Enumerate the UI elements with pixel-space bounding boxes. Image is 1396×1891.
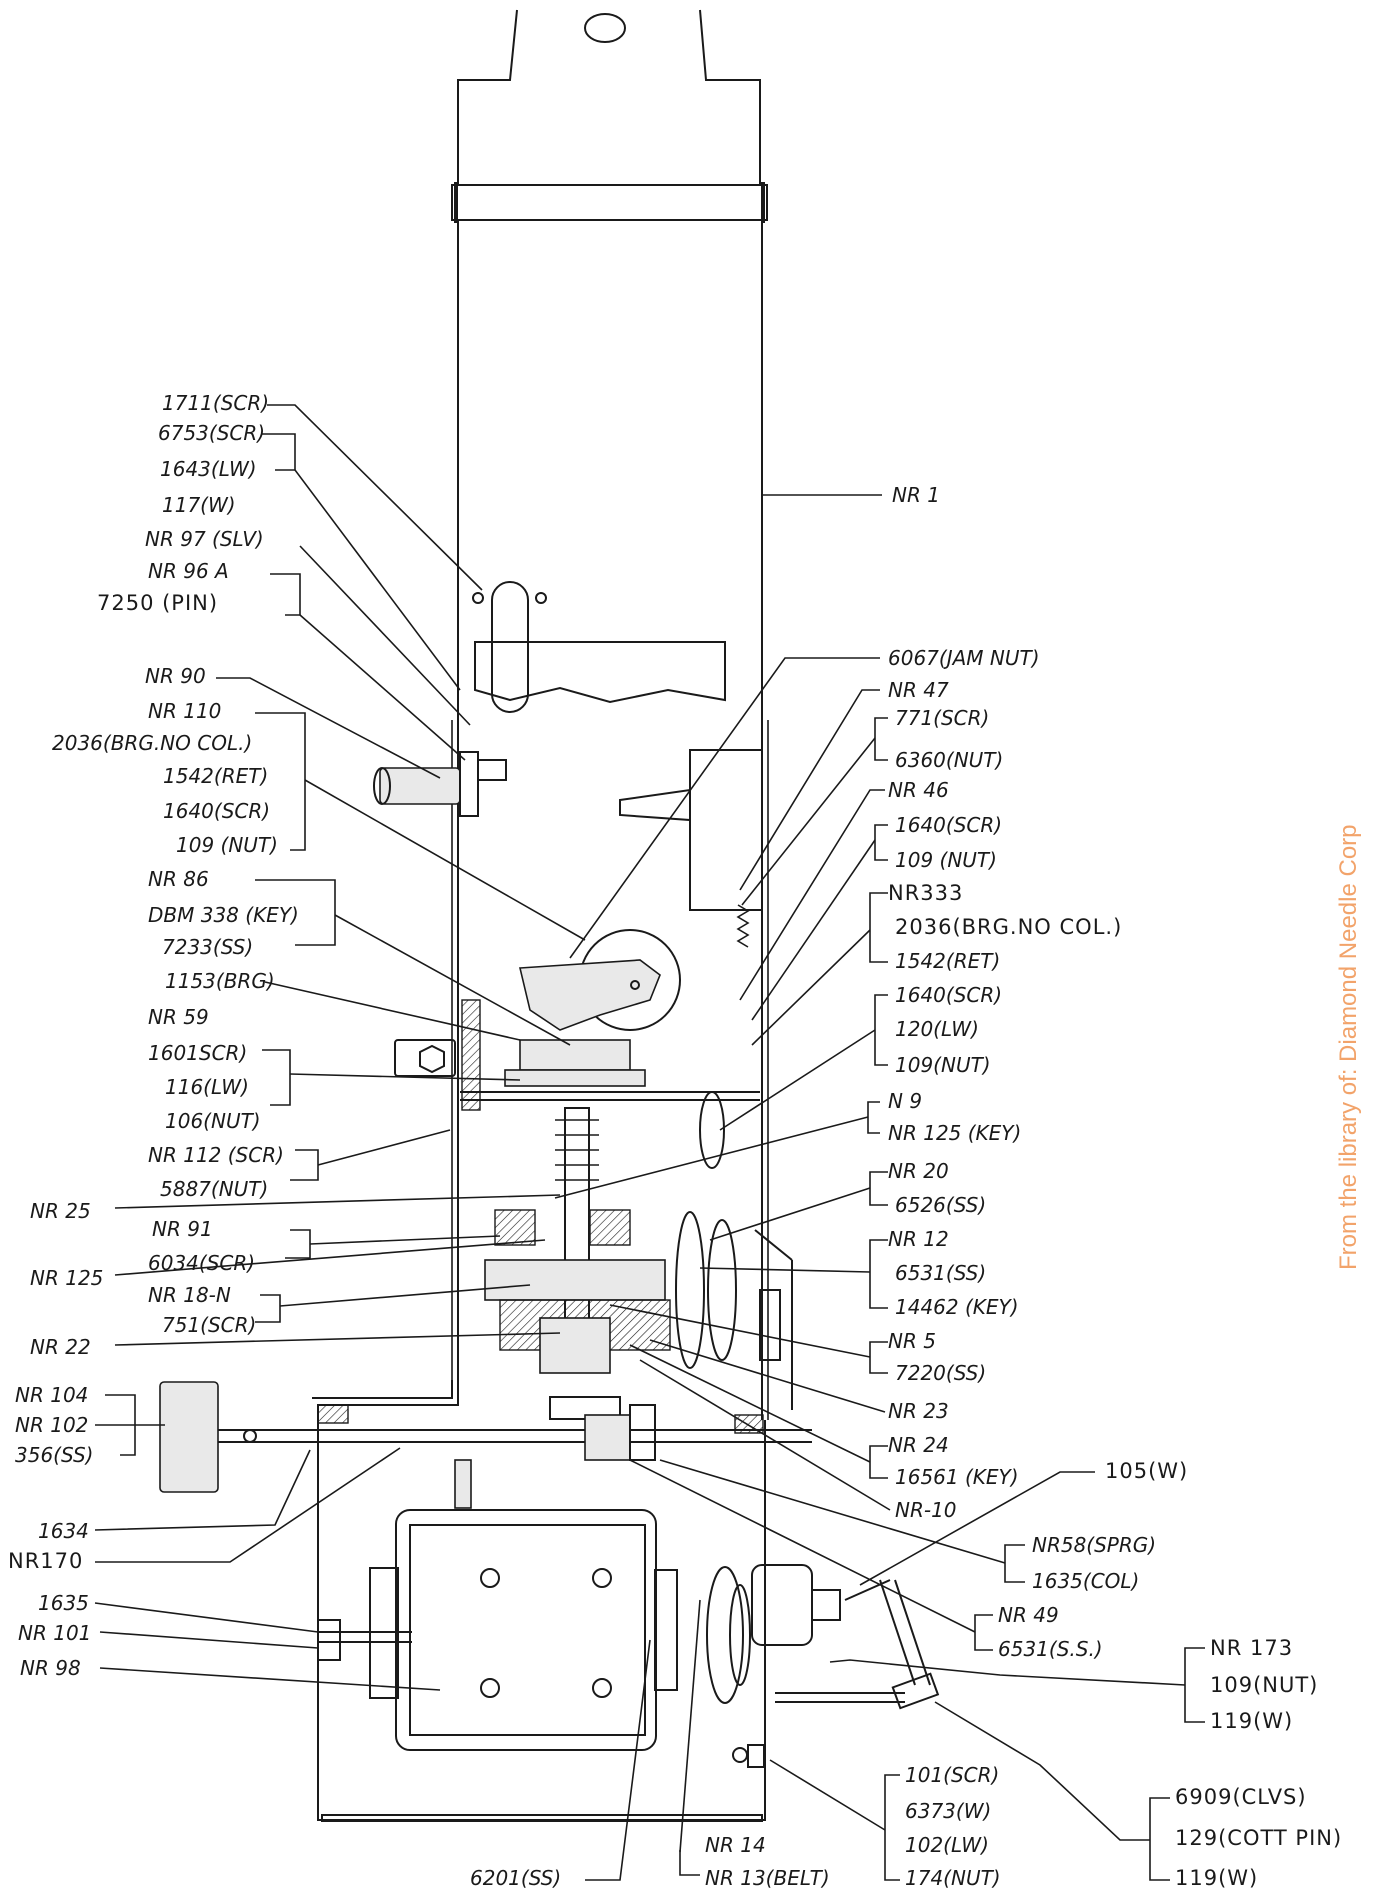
label-nr49: NR 49 [998,1603,1059,1627]
machine-drawing [159,9,940,1822]
label-1542-ret-right: 1542(RET) [895,949,1000,973]
label-1634: 1634 [38,1519,89,1543]
label-6360-nut: 6360(NUT) [895,748,1003,772]
label-6067-jam-nut: 6067(JAM NUT) [888,646,1040,670]
label-nr24: NR 24 [888,1433,949,1457]
label-nr112-scr: NR 112 (SCR) [148,1143,284,1167]
label-6034-scr: 6034(SCR) [148,1251,255,1275]
watermark: From the library of: Diamond Needle Corp [1335,824,1362,1270]
label-nr18n: NR 18-N [148,1283,231,1307]
label-nr91: NR 91 [152,1217,213,1241]
label-nr23: NR 23 [888,1399,949,1423]
label-1643-lw: 1643(LW) [160,457,257,481]
label-16561-key: 16561 (KEY) [895,1465,1019,1489]
label-2036-brg-left: 2036(BRG.NO COL.) [52,731,252,755]
label-14462-key: 14462 (KEY) [895,1295,1019,1319]
label-nr173: NR 173 [1210,1636,1293,1660]
label-nr98: NR 98 [20,1656,81,1680]
label-109-nut-right-a: 109 (NUT) [895,848,997,872]
label-1542-ret-left: 1542(RET) [163,764,268,788]
label-nr102: NR 102 [15,1413,88,1437]
label-119-w-a: 119(W) [1210,1709,1293,1733]
label-1153-brg: 1153(BRG) [165,969,275,993]
label-106-nut: 106(NUT) [165,1109,261,1133]
label-nr59: NR 59 [148,1005,209,1029]
label-6753-scr: 6753(SCR) [158,421,265,445]
label-nr13-belt: NR 13(BELT) [705,1866,830,1890]
label-6201-ss: 6201(SS) [470,1866,561,1890]
label-nr101: NR 101 [18,1621,91,1645]
label-6531-ss-a: 6531(SS) [895,1261,986,1285]
label-6373-w: 6373(W) [905,1799,991,1823]
label-7220-ss: 7220(SS) [895,1361,986,1385]
label-105-w: 105(W) [1105,1459,1188,1483]
label-nr12: NR 12 [888,1227,949,1251]
label-dbm338-key: DBM 338 (KEY) [148,903,299,927]
label-6909-clvs: 6909(CLVS) [1175,1785,1307,1809]
label-1635-col: 1635(COL) [1032,1569,1139,1593]
label-nr97-slv: NR 97 (SLV) [145,527,264,551]
label-174-nut: 174(NUT) [905,1866,1001,1890]
label-1640-scr-right-b: 1640(SCR) [895,983,1002,1007]
label-120-lw: 120(LW) [895,1017,979,1041]
label-nr333: NR333 [888,881,963,905]
label-109-nut-right-b: 109(NUT) [895,1053,991,1077]
label-nr104: NR 104 [15,1383,88,1407]
label-1635-left: 1635 [38,1591,89,1615]
label-nr22: NR 22 [30,1335,91,1359]
label-nr125-key: NR 125 (KEY) [888,1121,1021,1145]
label-nr110: NR 110 [148,699,221,723]
label-nr1: NR 1 [892,483,940,507]
label-129-cott-pin: 129(COTT PIN) [1175,1826,1342,1850]
label-751-scr: 751(SCR) [162,1313,256,1337]
label-2036-brg-right: 2036(BRG.NO COL.) [895,915,1122,939]
label-nr14: NR 14 [705,1833,766,1857]
label-nr86: NR 86 [148,867,209,891]
label-771-scr: 771(SCR) [895,706,989,730]
label-7233-ss: 7233(SS) [162,935,253,959]
label-1640-scr-left: 1640(SCR) [163,799,270,823]
label-6526-ss: 6526(SS) [895,1193,986,1217]
label-356-ss: 356(SS) [15,1443,93,1467]
label-nr10: NR-10 [895,1498,957,1522]
label-1601-scr: 1601SCR) [148,1041,247,1065]
label-5887-nut: 5887(NUT) [160,1177,268,1201]
label-109-nut-left: 109 (NUT) [176,833,278,857]
label-117-w: 117(W) [162,493,236,517]
label-nr96a: NR 96 A [148,559,229,583]
label-nr5: NR 5 [888,1329,936,1353]
label-1711-scr: 1711(SCR) [162,391,269,415]
label-109-nut-bottom: 109(NUT) [1210,1673,1318,1697]
label-6531-ss-b: 6531(S.S.) [998,1637,1103,1661]
label-116-lw: 116(LW) [165,1075,249,1099]
label-nr25: NR 25 [30,1199,91,1223]
label-nr125-left: NR 125 [30,1266,103,1290]
label-nr58-sprg: NR58(SPRG) [1032,1533,1156,1557]
label-101-scr: 101(SCR) [905,1763,999,1787]
label-nr46: NR 46 [888,778,949,802]
label-7250-pin: 7250 (PIN) [97,591,218,615]
label-102-lw: 102(LW) [905,1833,989,1857]
label-nr47: NR 47 [888,678,949,702]
label-119-w-b: 119(W) [1175,1866,1258,1890]
label-nr170: NR170 [8,1549,83,1573]
leader-lines [94,404,1205,1881]
label-nr90: NR 90 [145,664,206,688]
callout-labels: 1711(SCR) 6753(SCR) 1643(LW) 117(W) NR 9… [8,391,1342,1890]
label-1640-scr-right-a: 1640(SCR) [895,813,1002,837]
label-nr20: NR 20 [888,1159,949,1183]
label-n9: N 9 [888,1089,922,1113]
